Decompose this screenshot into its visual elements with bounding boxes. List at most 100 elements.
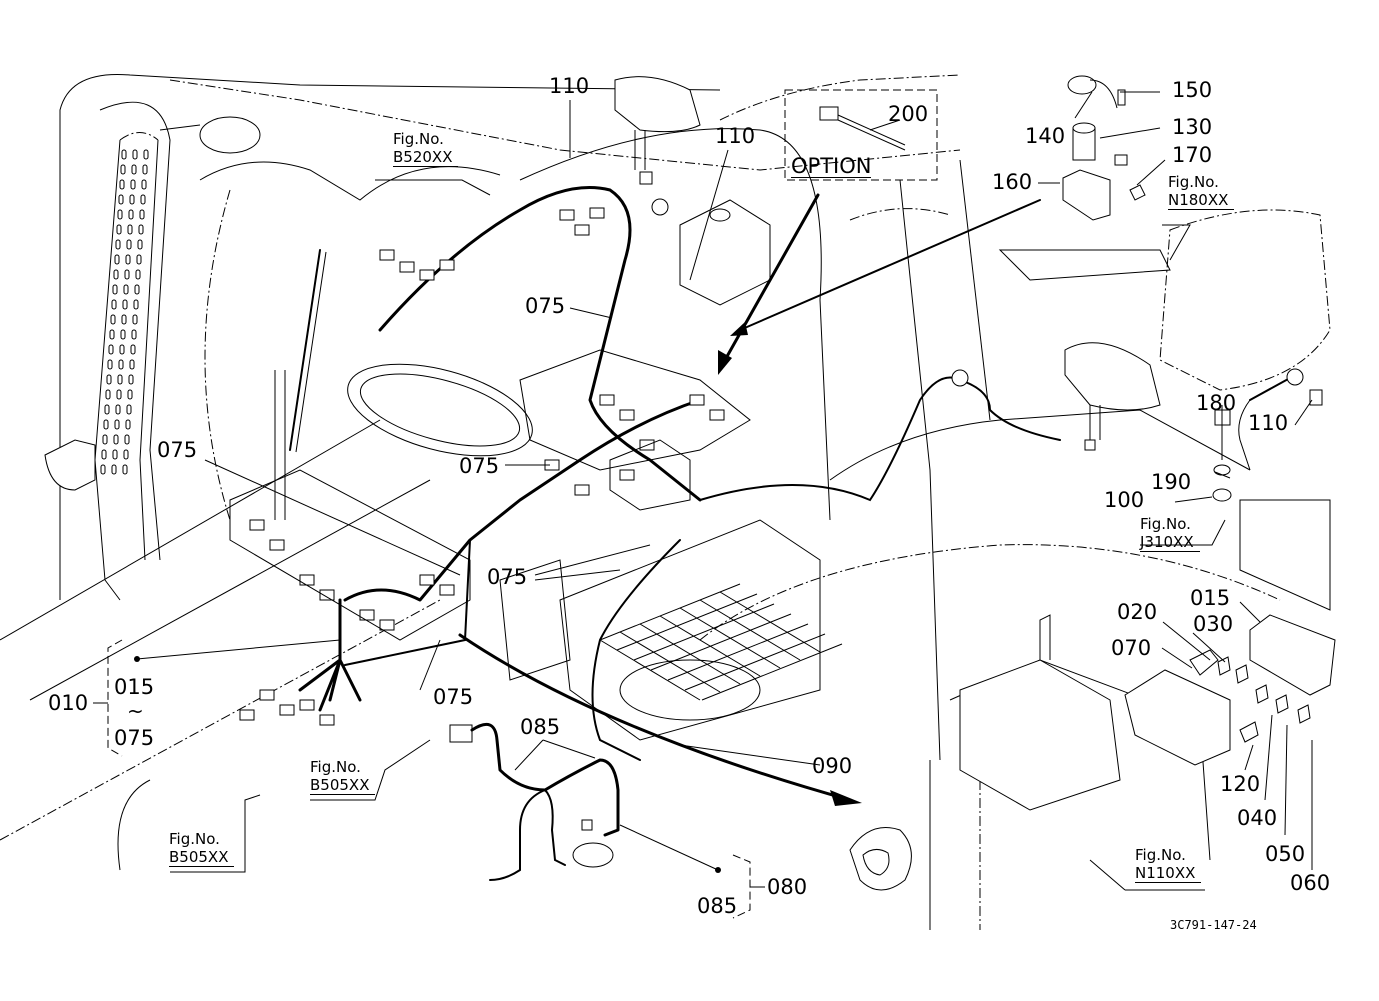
figure-ref-n180[interactable]: Fig.No. N180XX — [1168, 173, 1235, 210]
connector — [259, 689, 275, 701]
pipe-perforation — [141, 179, 147, 190]
grid-line — [599, 639, 701, 701]
pipe-perforation — [119, 344, 125, 355]
callout-075-left[interactable]: 075 — [157, 438, 198, 462]
callout-110-top[interactable]: 110 — [549, 74, 590, 98]
figure-ref-prefix: Fig.No. — [1135, 846, 1186, 864]
callout-110-right[interactable]: 110 — [1248, 411, 1289, 435]
pipe-perforation — [143, 149, 149, 160]
figure-ref-n110[interactable]: Fig.No. N110XX — [1135, 846, 1202, 883]
pipe-perforation — [126, 239, 132, 250]
range-tilde: ~ — [127, 699, 144, 723]
figure-ref-b520[interactable]: Fig.No. B520XX — [393, 130, 459, 167]
fuse-block — [609, 439, 691, 511]
option-label: OPTION — [791, 154, 872, 178]
connector — [599, 394, 615, 406]
figure-ref-b505-upper[interactable]: Fig.No. B505XX — [310, 758, 376, 795]
callout-060[interactable]: 060 — [1290, 871, 1331, 895]
callout-190[interactable]: 190 — [1151, 470, 1192, 494]
pipe-perforation — [131, 164, 137, 175]
pipe-perforation — [128, 209, 134, 220]
pipe-perforation — [128, 374, 134, 385]
connector — [559, 209, 575, 221]
connector — [359, 609, 375, 621]
callout-075-lower[interactable]: 075 — [433, 685, 474, 709]
bracket-080 — [619, 824, 765, 919]
callout-180[interactable]: 180 — [1196, 391, 1237, 415]
callout-050[interactable]: 050 — [1265, 842, 1306, 866]
callout-030[interactable]: 030 — [1193, 612, 1234, 636]
connector — [249, 519, 265, 531]
pipe-perforation — [132, 149, 138, 160]
callout-130[interactable]: 130 — [1172, 115, 1213, 139]
steering-wheel — [347, 363, 533, 457]
pipe-perforation — [101, 449, 107, 460]
connector — [239, 709, 255, 721]
callout-020[interactable]: 020 — [1117, 600, 1158, 624]
callout-040[interactable]: 040 — [1237, 806, 1278, 830]
pipe-perforation — [120, 164, 126, 175]
dash-panel — [229, 469, 471, 641]
grid-line — [719, 591, 821, 653]
pipe-perforation — [116, 224, 122, 235]
connector — [319, 714, 335, 726]
pipe-perforation — [142, 164, 148, 175]
connector — [419, 269, 435, 281]
grid-line — [616, 593, 758, 651]
callout-170[interactable]: 170 — [1172, 143, 1213, 167]
callout-150[interactable]: 150 — [1172, 78, 1213, 102]
callout-015[interactable]: 015 — [1190, 586, 1231, 610]
callout-160[interactable]: 160 — [992, 170, 1033, 194]
pipe-perforation — [117, 374, 123, 385]
connector — [574, 224, 590, 236]
callout-200[interactable]: 200 — [888, 102, 929, 126]
fuse — [1255, 684, 1269, 704]
callout-075-steering[interactable]: 075 — [459, 454, 500, 478]
pipe-perforation — [109, 329, 115, 340]
pipe-perforation — [130, 179, 136, 190]
connector — [419, 574, 435, 586]
connector — [689, 394, 705, 406]
pipe-perforation — [137, 239, 143, 250]
pipe-perforation — [123, 449, 129, 460]
pipe-perforation — [120, 329, 126, 340]
pipe-perforation — [119, 179, 125, 190]
connector — [379, 619, 395, 631]
fuse — [1275, 694, 1289, 714]
callout-010[interactable]: 010 — [48, 691, 89, 715]
callout-140[interactable]: 140 — [1025, 124, 1066, 148]
work-light-right — [1064, 342, 1161, 451]
pipe-perforation — [130, 344, 136, 355]
pipe-perforation — [127, 389, 133, 400]
connector — [399, 261, 415, 273]
pipe-perforation — [113, 269, 119, 280]
pipe-perforation — [139, 209, 145, 220]
connector — [574, 484, 590, 496]
callout-075-upper[interactable]: 075 — [525, 294, 566, 318]
callout-100[interactable]: 100 — [1104, 488, 1145, 512]
callout-085-lower[interactable]: 085 — [697, 894, 738, 918]
figure-ref-code: N180XX — [1168, 191, 1235, 210]
callout-080[interactable]: 080 — [767, 875, 808, 899]
pipe-perforation — [117, 209, 123, 220]
connector — [439, 259, 455, 271]
callout-075-blower[interactable]: 075 — [487, 565, 528, 589]
figure-ref-b505-lower[interactable]: Fig.No. B505XX — [169, 830, 235, 867]
ground-cable-assembly — [1212, 368, 1323, 502]
callout-070[interactable]: 070 — [1111, 636, 1152, 660]
callout-120[interactable]: 120 — [1220, 772, 1261, 796]
pipe-perforation — [132, 314, 138, 325]
callout-085-upper[interactable]: 085 — [520, 715, 561, 739]
figure-ref-j310[interactable]: Fig.No. J310XX — [1140, 515, 1200, 552]
callout-110-mid[interactable]: 110 — [715, 124, 756, 148]
grid-line — [633, 603, 775, 661]
pipe-perforation — [104, 404, 110, 415]
pipe-perforation — [118, 194, 124, 205]
pipe-perforation — [118, 359, 124, 370]
connector — [319, 589, 335, 601]
figure-ref-prefix: Fig.No. — [169, 830, 220, 848]
dome-light — [614, 76, 701, 185]
callout-090[interactable]: 090 — [812, 754, 853, 778]
figure-ref-code: B505XX — [310, 776, 376, 795]
connector — [269, 539, 285, 551]
